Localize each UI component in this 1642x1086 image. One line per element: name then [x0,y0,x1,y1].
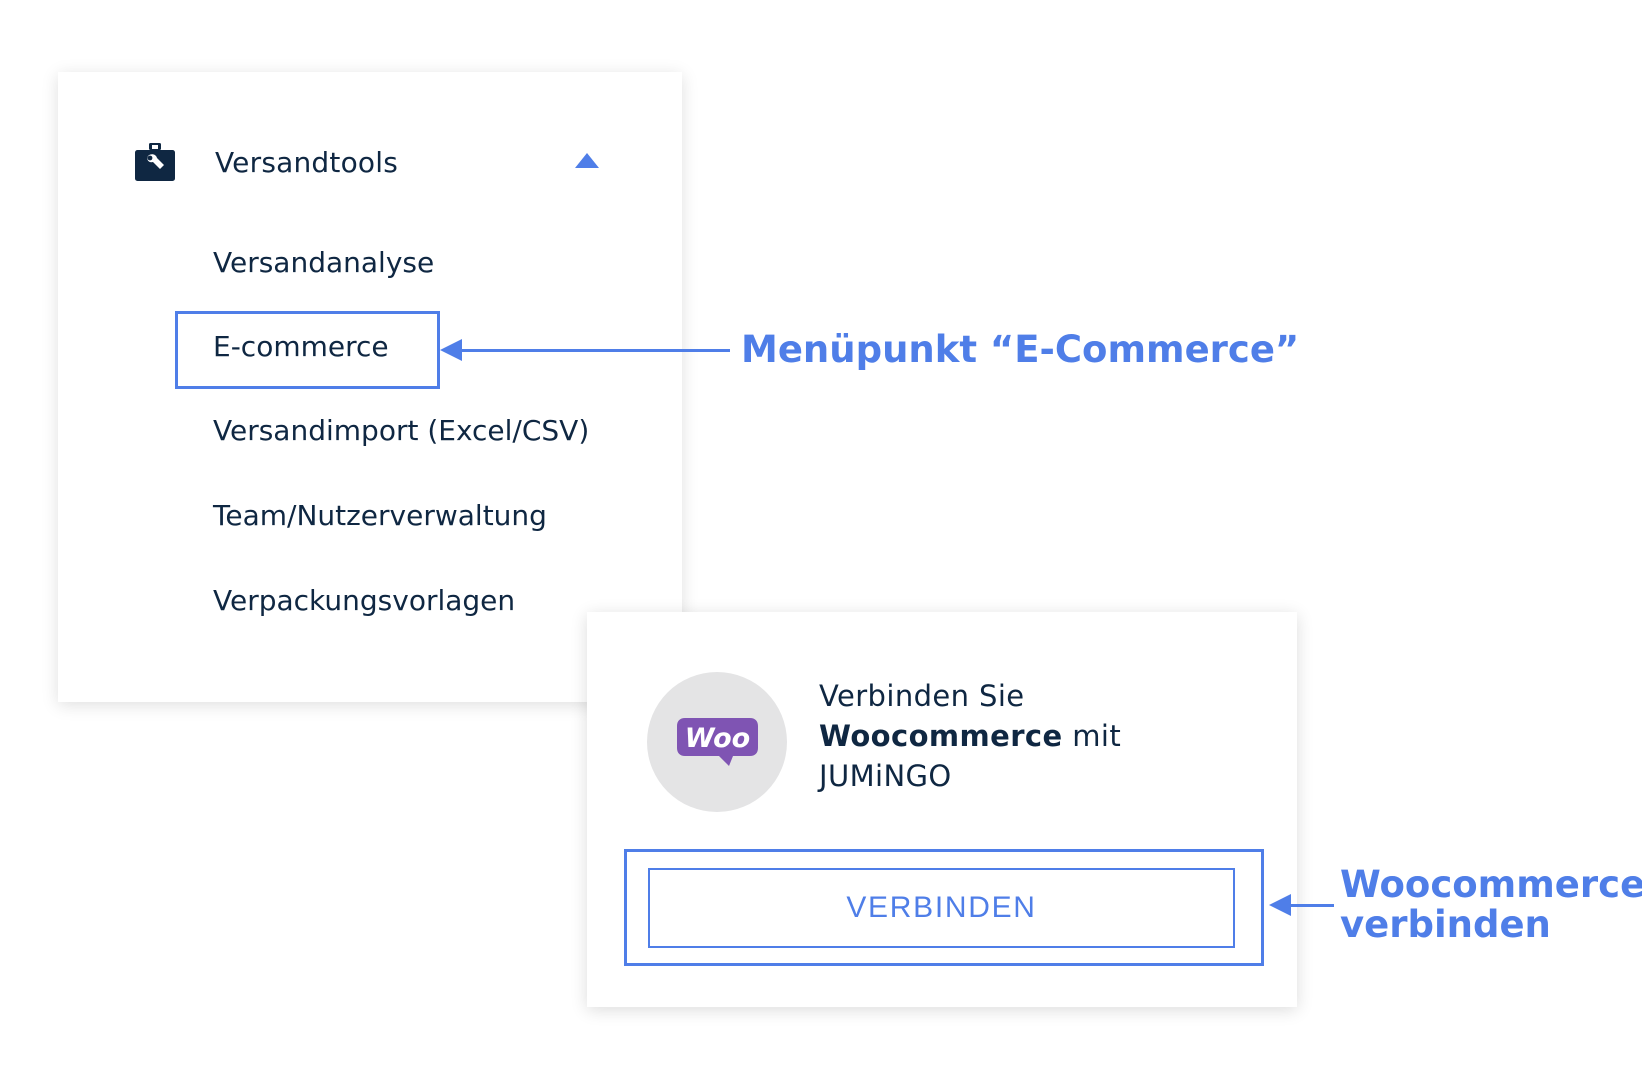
woocommerce-annotation-label: Woocommerce verbinden [1340,865,1642,945]
menu-item-team-user-management[interactable]: Team/Nutzerverwaltung [213,499,547,532]
woocommerce-annotation-arrow-line [1291,904,1334,907]
menu-section-title: Versandtools [215,146,398,179]
woocommerce-logo-badge: Woo [647,672,787,812]
connect-text-mit: mit [1072,719,1122,753]
connect-text-prefix: Verbinden Sie [819,679,1025,713]
shipping-tools-menu-card: Versandtools Versandanalyse E-commerce V… [58,72,682,702]
toolbox-icon [135,143,175,181]
connect-button-highlight-box [624,849,1264,966]
woocommerce-annotation-line-1: Woocommerce [1340,863,1642,906]
woocommerce-annotation-line-2: verbinden [1340,903,1551,946]
e-commerce-annotation-label: Menüpunkt “E-Commerce” [741,328,1300,371]
menu-item-e-commerce[interactable]: E-commerce [213,330,389,363]
chevron-up-icon[interactable] [575,153,599,168]
connect-button[interactable]: VERBINDEN [648,868,1235,948]
menu-annotation-arrow-head-icon [440,339,462,361]
menu-annotation-arrow-line [462,349,730,352]
menu-item-versandimport[interactable]: Versandimport (Excel/CSV) [213,414,590,447]
woocommerce-logo-icon: Woo [677,718,758,766]
woocommerce-connect-description: Verbinden Sie Woocommerce mit JUMiNGO [819,676,1149,796]
woocommerce-annotation-arrow-head-icon [1269,894,1291,916]
menu-item-packaging-templates[interactable]: Verpackungsvorlagen [213,584,516,617]
woocommerce-connect-card: Woo Verbinden Sie Woocommerce mit JUMiNG… [587,612,1297,1007]
connect-text-platform-line: Woocommerce mit [819,716,1149,756]
menu-item-versandanalyse[interactable]: Versandanalyse [213,246,435,279]
e-commerce-highlight-box [175,311,440,389]
connect-platform-name: Woocommerce [819,719,1063,753]
woocommerce-logo-text: Woo [685,723,750,754]
menu-section-header[interactable]: Versandtools [58,72,682,237]
connect-brand-name: JUMiNGO [819,759,952,793]
